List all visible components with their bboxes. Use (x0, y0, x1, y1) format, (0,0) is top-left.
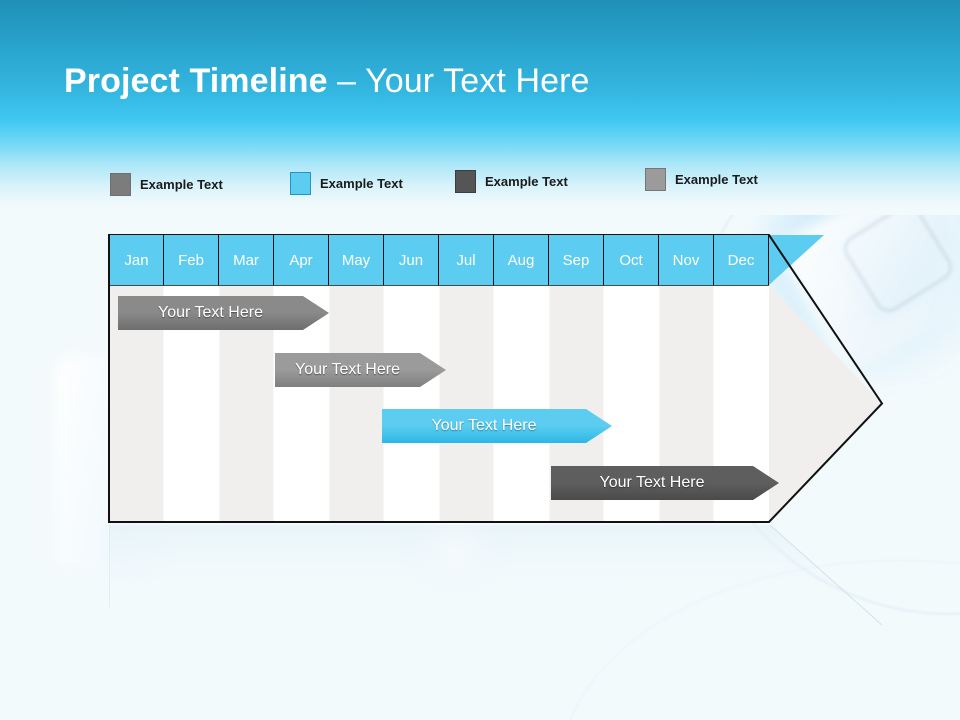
month-header-mar[interactable]: Mar (219, 235, 274, 285)
task-bar-label: Your Text Here (599, 474, 705, 491)
month-column-May (329, 285, 384, 522)
month-header-label: Jul (456, 251, 476, 269)
legend: Example Text Example Text Example Text Exam… (110, 168, 830, 198)
month-column-Aug (494, 285, 549, 522)
legend-label: Example Text (485, 174, 568, 189)
month-header-nov[interactable]: Nov (659, 235, 714, 285)
legend-item-1[interactable]: Example Text (110, 173, 223, 196)
task-bar-label: Your Text Here (431, 417, 537, 434)
month-header-label: Feb (178, 251, 204, 269)
month-header-label: Aug (507, 251, 535, 269)
month-header-feb[interactable]: Feb (164, 235, 219, 285)
task-bar-1[interactable]: Your Text Here (118, 296, 329, 330)
month-header-label: Jun (398, 251, 424, 269)
month-header-label: Jan (124, 251, 149, 269)
task-bar-2[interactable]: Your Text Here (275, 353, 446, 387)
page-title: Project Timeline – Your Text Here (64, 58, 590, 104)
month-header-label: May (341, 251, 371, 269)
page-title-light: – Your Text Here (327, 62, 590, 100)
month-header-jul[interactable]: Jul (439, 235, 494, 285)
header-gradient-band (0, 0, 960, 215)
month-header-label: Apr (289, 251, 313, 269)
month-header-sep[interactable]: Sep (549, 235, 604, 285)
legend-swatch-icon (645, 168, 666, 191)
task-bar-label: Your Text Here (295, 361, 400, 378)
month-header-dec[interactable]: Dec (714, 235, 769, 285)
task-bar-3[interactable]: Your Text Here (382, 409, 612, 443)
month-header-apr[interactable]: Apr (274, 235, 329, 285)
month-header-label: Dec (727, 251, 755, 269)
month-column-Jul (439, 285, 494, 522)
month-header-oct[interactable]: Oct (604, 235, 659, 285)
legend-label: Example Text (320, 176, 403, 191)
legend-swatch-icon (290, 172, 311, 195)
month-header-label: Oct (619, 251, 643, 269)
month-header-label: Sep (562, 251, 590, 269)
task-bar-label: Your Text Here (158, 304, 263, 321)
legend-label: Example Text (675, 172, 758, 187)
month-header-label: Nov (672, 251, 700, 269)
legend-item-3[interactable]: Example Text (455, 170, 568, 193)
legend-swatch-icon (455, 170, 476, 193)
legend-swatch-icon (110, 173, 131, 196)
month-header-aug[interactable]: Aug (494, 235, 549, 285)
month-column-Jun (384, 285, 439, 522)
month-header-may[interactable]: May (329, 235, 384, 285)
legend-label: Example Text (140, 177, 223, 192)
legend-item-2[interactable]: Example Text (290, 172, 403, 195)
task-bar-4[interactable]: Your Text Here (551, 466, 779, 500)
month-header-jan[interactable]: Jan (109, 235, 164, 285)
header-arrow-sliver (769, 235, 824, 285)
legend-item-4[interactable]: Example Text (645, 168, 758, 191)
timeline-chart: Jan Feb Mar Apr May Jun Jul Aug Sep Oct Nov Dec You… (108, 234, 884, 525)
month-header-jun[interactable]: Jun (384, 235, 439, 285)
page-title-strong: Project Timeline (64, 62, 328, 100)
timeline-arrow-head (769, 285, 882, 522)
month-header-label: Mar (233, 251, 259, 269)
